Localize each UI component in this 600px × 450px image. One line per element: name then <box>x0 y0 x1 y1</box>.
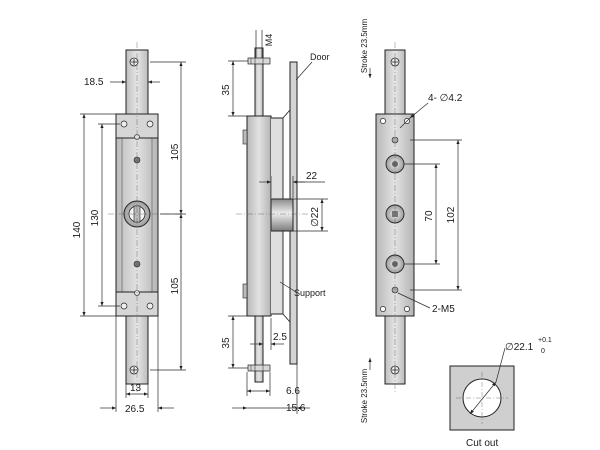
dim-cutout-tol-lower: 0 <box>541 348 545 355</box>
dim-holes: 4- ∅4.2 <box>428 93 463 104</box>
dim-22: 22 <box>306 171 318 182</box>
side-housing <box>246 115 272 317</box>
rear-view: Stroke 23.5mm 4- ∅4.2 70 102 2-M5 Stroke… <box>360 19 463 424</box>
dim-35-top: 35 <box>221 84 232 96</box>
dim-70: 70 <box>424 210 435 222</box>
label-door: Door <box>310 52 330 62</box>
side-shaft <box>270 198 294 232</box>
dim-18-5: 18.5 <box>84 77 104 88</box>
dim-2-5: 2.5 <box>273 332 287 343</box>
stroke-bottom-label: Stroke 23.5mm <box>360 369 369 424</box>
dim-140: 140 <box>72 221 83 238</box>
front-screw-icons <box>120 57 154 375</box>
dim-13: 13 <box>130 383 142 394</box>
dim-105-top: 105 <box>170 143 181 160</box>
front-view: 18.5 105 105 140 130 13 26.5 <box>72 42 186 415</box>
dim-35-bottom: 35 <box>221 337 232 349</box>
dim-130: 130 <box>90 209 101 226</box>
stroke-top-label: Stroke 23.5mm <box>360 19 369 74</box>
dim-m4: M4 <box>264 34 274 47</box>
dim-cutout-tol-upper: +0.1 <box>538 337 552 344</box>
rear-hole-icons <box>380 118 410 312</box>
dim-phi22: ∅22 <box>310 207 321 227</box>
dim-26-5: 26.5 <box>125 404 145 415</box>
dim-threads: 2-M5 <box>432 304 455 315</box>
dim-cutout-diameter: ∅22.1 <box>505 342 534 353</box>
side-view: M4 Door 35 22 ∅22 Support 2.5 3 <box>221 30 330 414</box>
dim-6-6: 6.6 <box>286 386 300 397</box>
dim-102: 102 <box>446 206 457 223</box>
dim-105-bottom: 105 <box>170 277 181 294</box>
cutout-view: ∅22.1 +0.1 0 Cut out <box>449 337 552 449</box>
label-support: Support <box>294 288 326 298</box>
dim-15-6: 15.6 <box>286 403 306 414</box>
label-cutout: Cut out <box>466 438 498 449</box>
